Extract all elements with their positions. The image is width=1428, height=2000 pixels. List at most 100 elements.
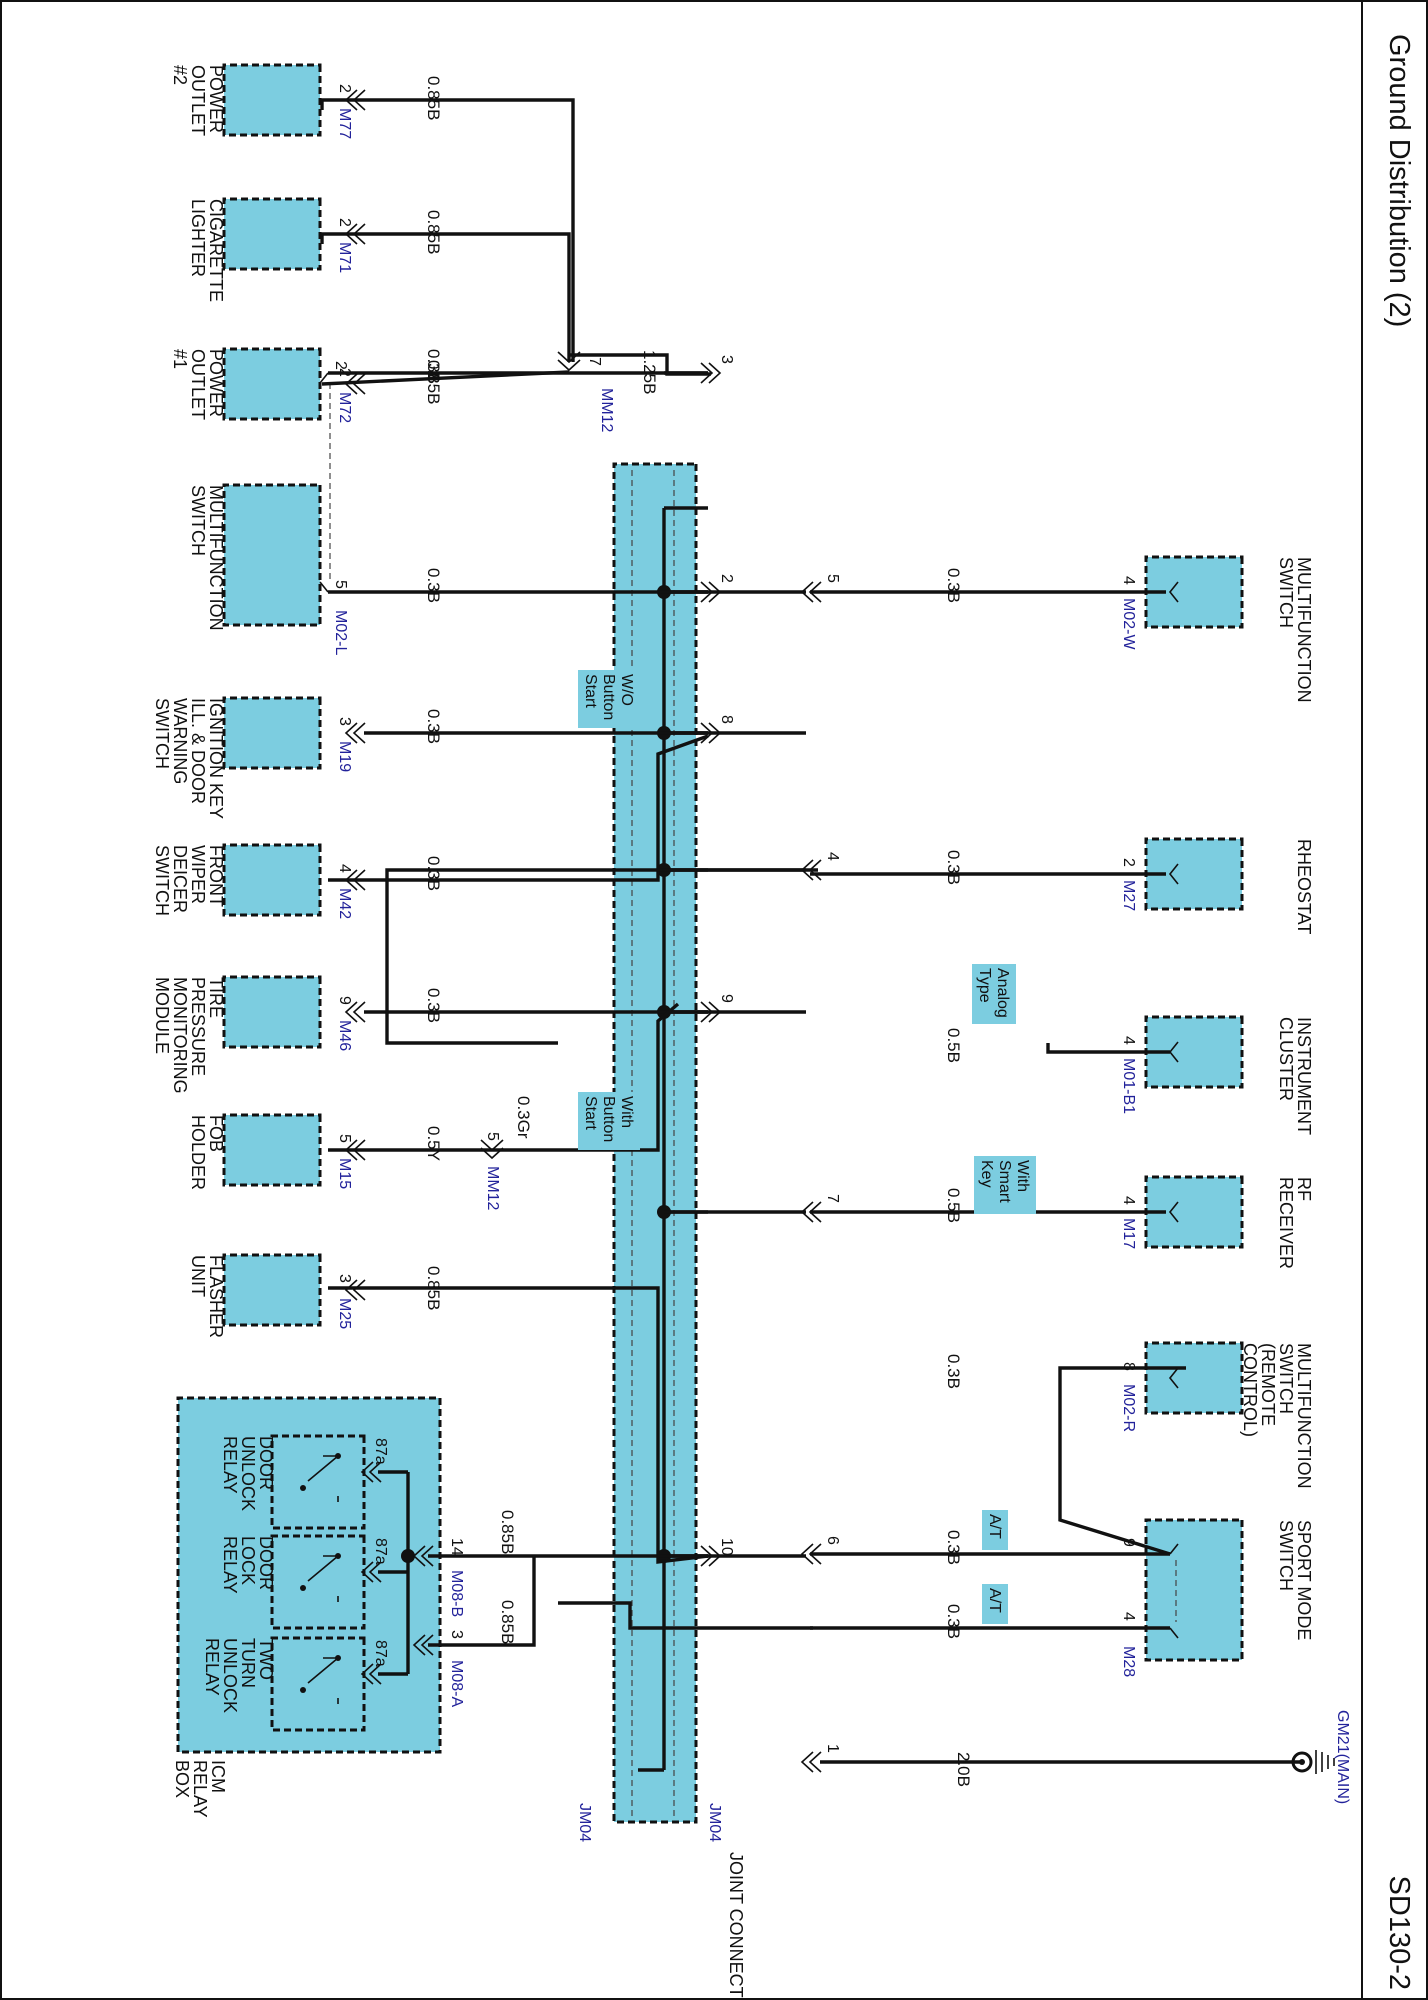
outlet2-connector: M77 [336,108,353,139]
wire-cigarette [320,232,571,362]
mm12-wire-fob: 0.3Gr [514,1096,533,1139]
wiper-wire-gauge: 0.3B [424,856,443,891]
wiper-label: FRONTWIPERDEICERSWITCH [152,845,226,916]
relay-0-contact [335,1453,341,1459]
mfsw_l-lead-0 [319,372,329,384]
relay-1-label: DOORLOCKRELAY [220,1536,276,1594]
mm12-connector-top: MM12 [598,388,615,433]
icm-conn-a: M08-A [448,1660,465,1707]
wiper-connector: M42 [336,888,353,919]
sport-lead-0 [1169,1543,1179,1555]
mfsw_r-wire-gauge: 0.3B [944,1354,963,1389]
jc-top-pin-3: 3 [718,355,735,364]
tpms-label: TIREPRESSUREMONITORINGMODULE [152,977,226,1094]
rf-wire-gauge: 0.5B [944,1188,963,1223]
note-wo-button-start: W/OButtonStart [582,674,635,720]
mm12-top-arrow [557,351,581,372]
jc-bottom-arrow-1 [800,1751,822,1773]
icm-box-label: ICMRELAYBOX [172,1760,228,1818]
wire-cluster-stub [1046,1043,1170,1054]
component-ignkey: IGNITION KEYILL. & DOORWARNINGSWITCH 3M19… [152,696,708,819]
jc-bottom-pin-5: 5 [824,574,841,583]
mfsw_l-box [222,483,322,627]
relay-0-contact-b [300,1485,306,1491]
cluster-wire-gauge: 0.5B [944,1028,963,1063]
relay-0-pin: 87a [372,1438,389,1465]
mfsw_l-lead-1 [319,581,329,593]
rf-lead [1168,1201,1179,1223]
sport-label: SPORT MODESWITCH [1276,1520,1314,1640]
flasher-box [222,1253,322,1327]
mfsw_l-pin-1: 5 [332,580,349,589]
mfsw_w-wire-gauge: 0.3B [944,568,963,603]
joint-connector-code-bottom: JM04 [576,1803,593,1842]
cluster-pin: 4 [1120,1036,1137,1045]
outlet2-pin: 2 [336,84,353,93]
icm-pin3-arrow [412,1634,434,1656]
ignkey-label: IGNITION KEYILL. & DOORWARNINGSWITCH [152,698,226,819]
note-analog-type-bg [972,964,1016,1024]
flasher-label: FLASHERUNIT [188,1255,226,1338]
jc-bottom-pin-4: 4 [824,852,841,861]
outlet2-wire-gauge: 0.85B [424,76,443,120]
tpms-wire-gauge: 0.3B [424,988,443,1023]
wire-sport-pin4 [558,1601,813,1630]
jc-top-arrow-8 [700,722,722,744]
cluster-label: INSTRUMENTCLUSTER [1276,1017,1314,1135]
sport-box [1144,1518,1244,1662]
wiper-pin: 4 [336,864,353,873]
mfsw_w-pin: 4 [1120,576,1137,585]
ignkey-connector: M19 [336,741,353,772]
rf-connector: M17 [1120,1218,1137,1249]
wire-wiper-branch [328,734,709,882]
cluster-connector: M01-B1 [1120,1058,1137,1114]
rf-label: RFRECEIVER [1276,1177,1314,1269]
ground-icon [1315,1750,1335,1774]
icm-pin14-arrow [412,1545,434,1567]
flasher-arrow [344,1279,366,1301]
fob-pin: 5 [336,1134,353,1143]
tpms-box [222,975,322,1049]
mfsw_l-pin-0: 2 [332,361,349,370]
note-at-2-bg [982,1584,1008,1624]
jc-bottom-pin-6: 6 [824,1536,841,1545]
icm-node [401,1549,415,1563]
note-analog-type: AnalogType [976,968,1011,1018]
fob-box [222,1113,322,1187]
flasher-connector: M25 [336,1298,353,1329]
wire-outlet1 [321,370,570,386]
relay-1-contact [335,1553,341,1559]
fob-wire-gauge: 0.5Y [424,1126,443,1161]
ground-label: GM21(MAIN) [1334,1710,1351,1804]
ignkey-arrow [344,722,366,744]
relay-2-box [270,1636,366,1732]
jc-top-pin-8: 8 [718,715,735,724]
relay-0-box [270,1434,366,1530]
ignkey-wire-gauge: 0.3B [424,709,443,744]
ground-terminal [1291,1751,1313,1773]
mfsw_l-wire-gauge-1: 0.3B [424,568,443,603]
rheo-pin: 2 [1120,858,1137,867]
icm-wire-a: 0.85B [498,1600,517,1644]
relay-2-contact-b [300,1687,306,1693]
joint-connector-code-top: JM04 [706,1803,723,1842]
sport-pin-1: 4 [1120,1612,1137,1621]
rf-pin: 4 [1120,1196,1137,1205]
mfsw_w-label: MULTIFUNCTIONSWITCH [1276,557,1314,703]
relay-2-pin: 87a [372,1640,389,1667]
wire-tpms-fob-branch [492,1002,680,1152]
icm-pin3: 3 [448,1630,465,1639]
wire-mfsw-r [1058,1366,1186,1556]
fob-connector: M15 [336,1158,353,1189]
ignkey-pin: 3 [336,717,353,726]
tpms-connector: M46 [336,1020,353,1051]
jc-top-arrow-10 [700,1545,722,1567]
